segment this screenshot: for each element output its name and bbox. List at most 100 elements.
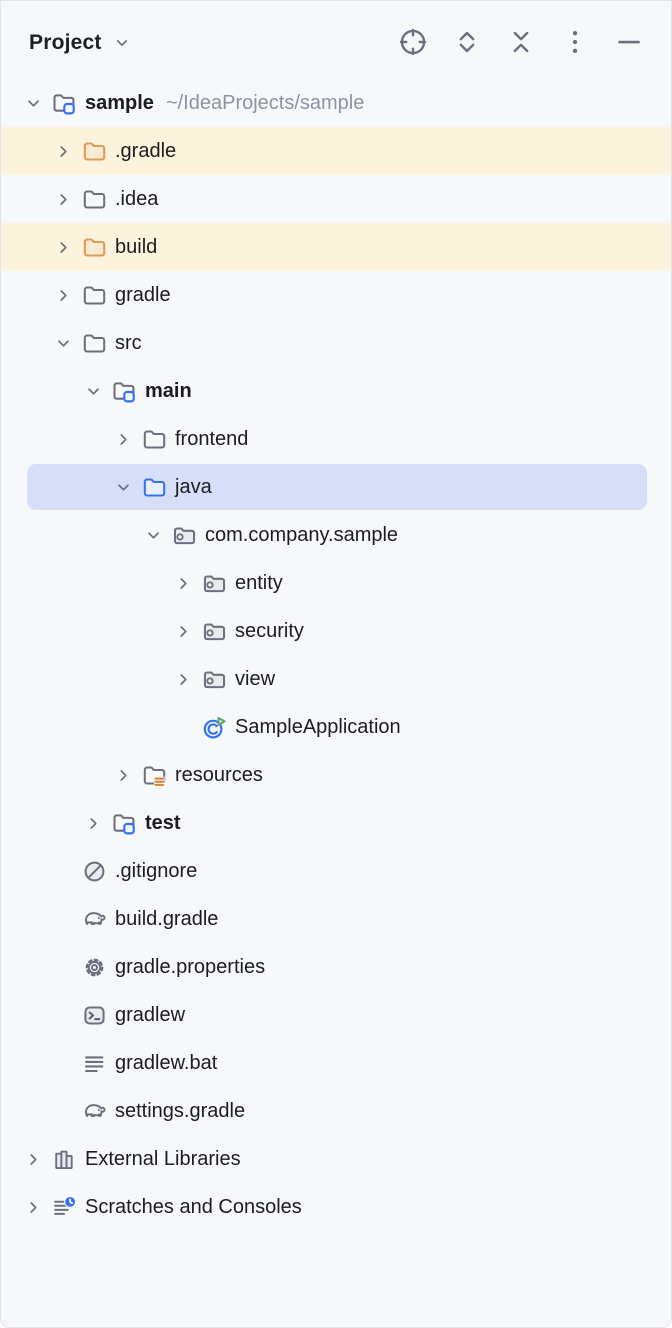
folder-icon — [141, 426, 167, 452]
tree-item-label: security — [235, 619, 304, 642]
folder-icon — [81, 186, 107, 212]
target-icon — [398, 27, 428, 60]
tree-row--idea[interactable]: .idea — [1, 175, 671, 223]
project-folder-icon — [111, 810, 137, 836]
collapse-all-button[interactable] — [505, 27, 537, 59]
tool-window-title: Project — [29, 31, 102, 54]
chevron-down-icon[interactable] — [51, 331, 75, 355]
tree-item-label: gradle.properties — [115, 955, 266, 978]
tree-item-label: gradle — [115, 283, 171, 306]
tree-item-label: External Libraries — [85, 1147, 241, 1170]
kebab-icon — [560, 27, 590, 60]
chevron-right-icon[interactable] — [51, 187, 75, 211]
chevron-right-icon[interactable] — [51, 139, 75, 163]
tree-item-label: view — [235, 667, 276, 690]
tree-item-label: Scratches and Consoles — [85, 1195, 302, 1218]
project-folder-icon — [51, 90, 77, 116]
package-icon — [201, 666, 227, 692]
chevron-down-icon[interactable] — [81, 379, 105, 403]
tree-item-label: build — [115, 235, 158, 258]
tree-row--gitignore[interactable]: .gitignore — [1, 847, 671, 895]
project-tree: sample ~/IdeaProjects/sample .gradle .id… — [1, 79, 671, 1327]
gear-icon — [81, 954, 107, 980]
chevron-spacer — [51, 907, 75, 931]
chevron-right-icon[interactable] — [21, 1195, 45, 1219]
tree-row-scratches-and-consoles[interactable]: Scratches and Consoles — [1, 1183, 671, 1231]
class-run-icon — [201, 714, 227, 740]
chevron-right-icon[interactable] — [51, 283, 75, 307]
tree-row-frontend[interactable]: frontend — [1, 415, 671, 463]
expand-all-button[interactable] — [451, 27, 483, 59]
chevron-right-icon[interactable] — [171, 571, 195, 595]
tree-item-label: com.company.sample — [205, 523, 399, 546]
locate-file-button[interactable] — [397, 27, 429, 59]
tree-item-label: gradlew — [115, 1003, 186, 1026]
chevron-right-icon[interactable] — [171, 619, 195, 643]
tree-row-build-gradle[interactable]: build.gradle — [1, 895, 671, 943]
gradle-icon — [81, 1098, 107, 1124]
folder-blue-icon — [141, 474, 167, 500]
chevron-spacer — [51, 1003, 75, 1027]
tree-row-main[interactable]: main — [1, 367, 671, 415]
tree-row-test[interactable]: test — [1, 799, 671, 847]
tree-item-label: test — [145, 811, 181, 834]
tree-row-gradlew-bat[interactable]: gradlew.bat — [1, 1039, 671, 1087]
folder-excluded-icon — [81, 234, 107, 260]
tree-row-src[interactable]: src — [1, 319, 671, 367]
terminal-icon — [81, 1002, 107, 1028]
tree-item-label: .gitignore — [115, 859, 198, 882]
chevron-right-icon[interactable] — [111, 427, 135, 451]
tree-item-label: resources — [175, 763, 263, 786]
tree-row-resources[interactable]: resources — [1, 751, 671, 799]
chevron-right-icon[interactable] — [81, 811, 105, 835]
tree-item-label: .idea — [115, 187, 159, 210]
minus-icon — [614, 27, 644, 60]
tree-row-gradlew[interactable]: gradlew — [1, 991, 671, 1039]
chevron-spacer — [171, 715, 195, 739]
package-icon — [201, 570, 227, 596]
tree-row-sample[interactable]: sample ~/IdeaProjects/sample — [1, 79, 671, 127]
chevron-spacer — [51, 1099, 75, 1123]
chevron-right-icon[interactable] — [51, 235, 75, 259]
folder-icon — [81, 282, 107, 308]
package-icon — [201, 618, 227, 644]
tree-row-security[interactable]: security — [1, 607, 671, 655]
tree-row--gradle[interactable]: .gradle — [1, 127, 671, 175]
project-path: ~/IdeaProjects/sample — [165, 91, 365, 114]
tree-item-label: gradlew.bat — [115, 1051, 218, 1074]
tool-window-header: Project — [1, 1, 671, 79]
chevron-right-icon[interactable] — [21, 1147, 45, 1171]
chevron-spacer — [51, 859, 75, 883]
tree-row-view[interactable]: view — [1, 655, 671, 703]
tree-row-java[interactable]: java — [1, 463, 671, 511]
tree-item-label: SampleApplication — [235, 715, 401, 738]
tree-row-sampleapplication[interactable]: SampleApplication — [1, 703, 671, 751]
tree-item-label: src — [115, 331, 142, 354]
chevron-spacer — [51, 1051, 75, 1075]
chevron-spacer — [51, 955, 75, 979]
tree-item-label: java — [175, 475, 212, 498]
hide-tool-window-button[interactable] — [613, 27, 645, 59]
chevron-down-icon — [112, 33, 132, 53]
chevron-down-icon[interactable] — [21, 91, 45, 115]
tree-row-external-libraries[interactable]: External Libraries — [1, 1135, 671, 1183]
folder-excluded-icon — [81, 138, 107, 164]
tree-row-com-company-sample[interactable]: com.company.sample — [1, 511, 671, 559]
more-options-button[interactable] — [559, 27, 591, 59]
tree-row-gradle[interactable]: gradle — [1, 271, 671, 319]
tree-row-settings-gradle[interactable]: settings.gradle — [1, 1087, 671, 1135]
tree-item-label: .gradle — [115, 139, 177, 162]
tree-row-gradle-properties[interactable]: gradle.properties — [1, 943, 671, 991]
chevron-right-icon[interactable] — [111, 763, 135, 787]
chevron-right-icon[interactable] — [171, 667, 195, 691]
tree-row-build[interactable]: build — [1, 223, 671, 271]
chevron-down-icon[interactable] — [141, 523, 165, 547]
folder-icon — [81, 330, 107, 356]
tree-item-label: main — [145, 379, 192, 402]
project-view-selector[interactable]: Project — [29, 31, 132, 55]
expand-icon — [452, 27, 482, 60]
chevron-down-icon[interactable] — [111, 475, 135, 499]
tree-row-entity[interactable]: entity — [1, 559, 671, 607]
libraries-icon — [51, 1146, 77, 1172]
